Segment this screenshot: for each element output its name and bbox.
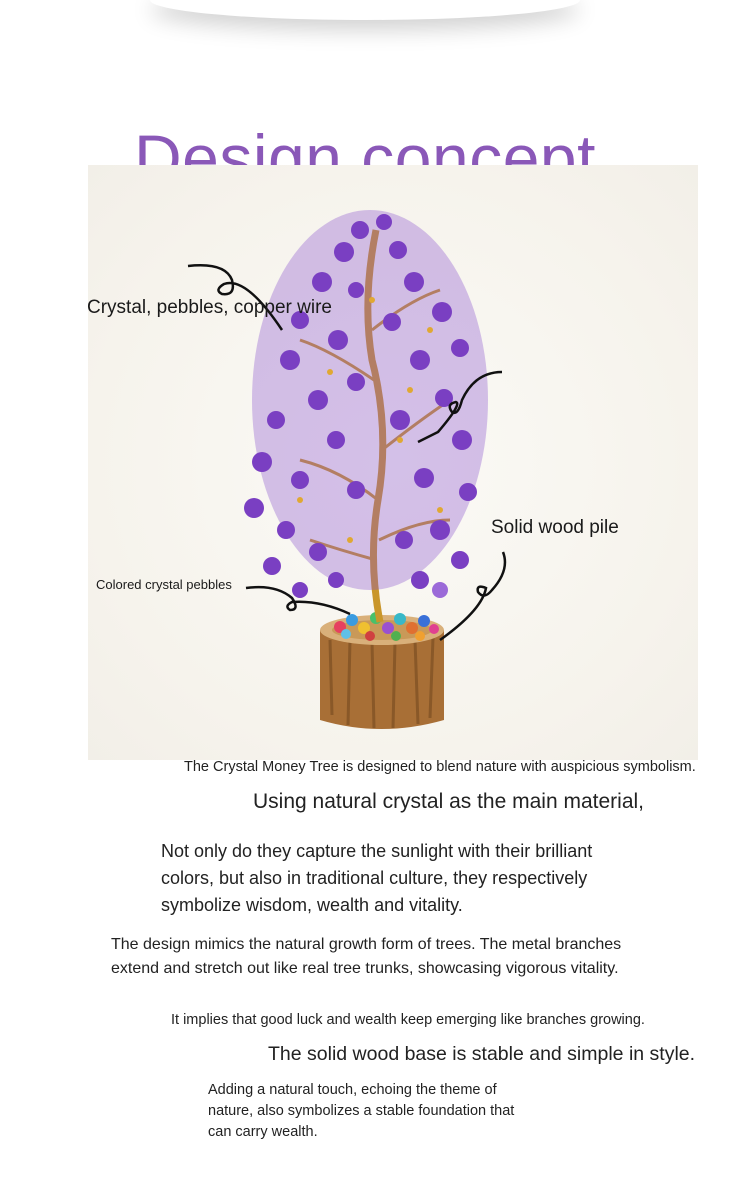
colored-pebbles-image: [334, 612, 439, 641]
crystal-tree-illustration: [187, 210, 507, 729]
paragraph-intro: The Crystal Money Tree is designed to bl…: [184, 759, 696, 775]
paragraph-wood-base: The solid wood base is stable and simple…: [268, 1043, 696, 1065]
paragraph-colors: Not only do they capture the sunlight wi…: [161, 841, 593, 915]
callout-crystal-pebbles-wire: Crystal, pebbles, copper wire: [87, 297, 332, 318]
paragraph-growth: The design mimics the natural growth for…: [111, 936, 622, 977]
callout-colored-crystal-pebbles: Colored crystal pebbles: [96, 577, 232, 592]
callout-line-top-right: [417, 370, 503, 444]
callout-lines: [187, 264, 507, 642]
paragraph-natural-touch: Adding a natural touch, echoing the them…: [208, 1082, 515, 1140]
amethyst-crystal-canopy: [244, 210, 488, 598]
copper-wire-trunk: [299, 229, 451, 623]
paragraph-material: Using natural crystal as the main materi…: [253, 790, 644, 813]
callout-line-wood: [439, 551, 507, 642]
paragraph-luck: It implies that good luck and wealth kee…: [171, 1012, 645, 1028]
gold-wire-sparkles: [297, 297, 443, 543]
top-shadow: [150, 0, 580, 20]
callout-solid-wood-pile: Solid wood pile: [491, 517, 619, 538]
callout-line-crystal: [187, 264, 284, 331]
callout-line-pebbles: [245, 585, 351, 616]
